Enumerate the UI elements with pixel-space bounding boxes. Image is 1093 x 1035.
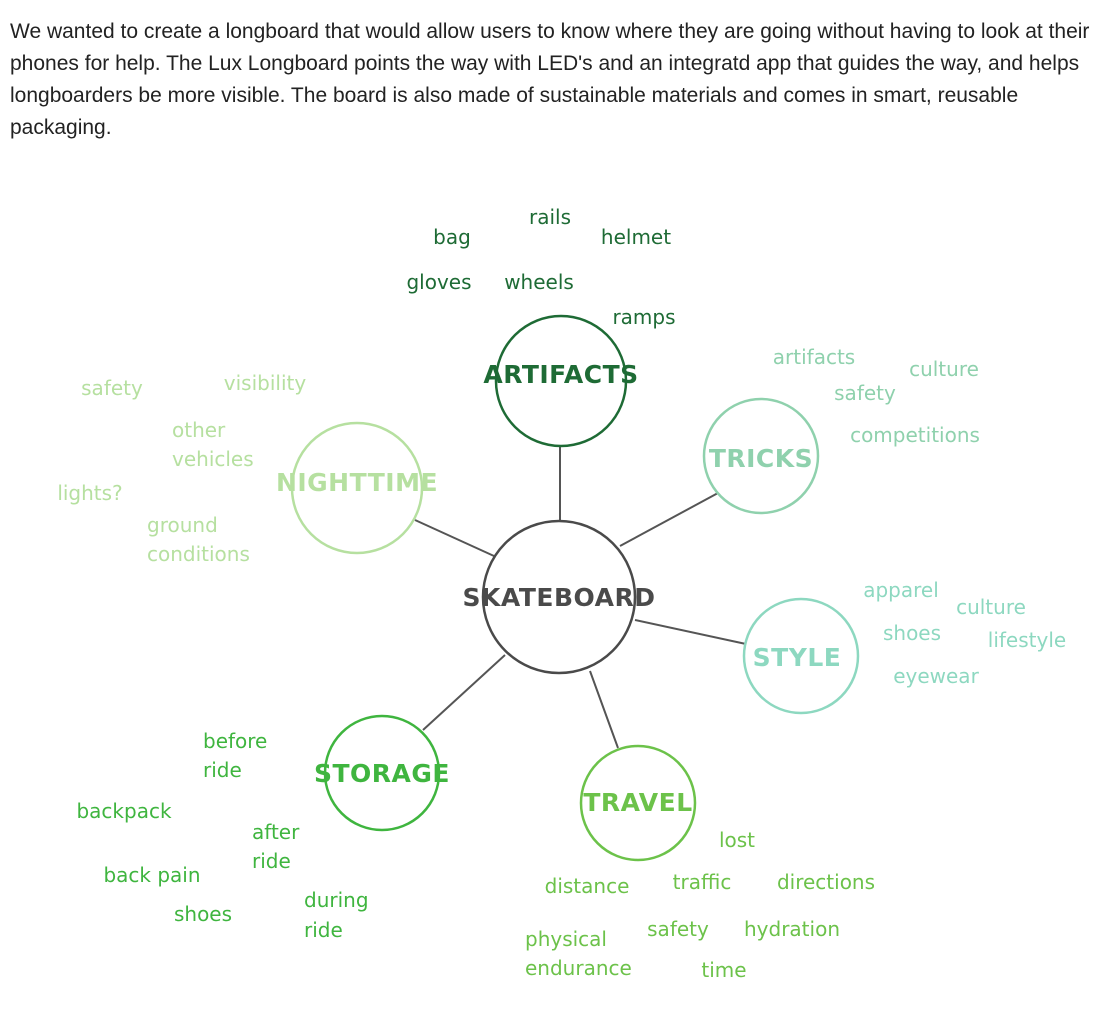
nighttime-word: safety (81, 376, 143, 400)
tricks-word: competitions (850, 423, 980, 447)
artifacts-word: ramps (612, 305, 675, 329)
hub-tricks-circle (702, 397, 820, 515)
tricks-word: safety (834, 381, 896, 405)
nighttime-word: ground (147, 513, 218, 537)
hub-artifacts: ARTIFACTS rails bag helmet gloves wheels… (406, 205, 676, 448)
hub-storage: STORAGE before ride backpack after ride … (76, 714, 450, 942)
tricks-word: culture (909, 357, 979, 381)
style-word: lifestyle (988, 628, 1066, 652)
style-word: eyewear (893, 664, 979, 688)
travel-word: endurance (525, 956, 632, 980)
intro-paragraph: We wanted to create a longboard that wou… (10, 20, 1090, 139)
hub-style: STYLE apparel culture shoes lifestyle ey… (742, 578, 1066, 715)
hub-artifacts-circle (494, 314, 628, 448)
travel-word: traffic (673, 870, 732, 894)
travel-word: time (701, 958, 746, 982)
hub-nighttime: NIGHTTIME safety visibility other vehicl… (57, 371, 438, 566)
hub-tricks: TRICKS artifacts culture safety competit… (702, 345, 980, 515)
connector-storage (422, 654, 506, 731)
hub-tricks-label: TRICKS (709, 444, 813, 473)
nighttime-word: vehicles (172, 447, 254, 471)
storage-word: ride (203, 758, 242, 782)
hub-style-label: STYLE (753, 643, 842, 672)
style-word: culture (956, 595, 1026, 619)
travel-word: lost (719, 828, 755, 852)
storage-word: after (252, 820, 300, 844)
travel-word: physical (525, 927, 607, 951)
connector-tricks (619, 492, 719, 547)
hub-travel: TRAVEL lost distance traffic directions … (525, 744, 875, 982)
hub-skateboard-circle (481, 519, 637, 675)
travel-word: safety (647, 917, 709, 941)
connector-style (634, 619, 747, 645)
connector-travel (589, 670, 619, 749)
travel-word: distance (545, 874, 630, 898)
hub-travel-circle (579, 744, 697, 862)
storage-word: before (203, 729, 267, 753)
nighttime-word: other (172, 418, 226, 442)
artifacts-word: wheels (504, 270, 574, 294)
connector-nighttime (414, 519, 495, 557)
artifacts-word: gloves (406, 270, 471, 294)
artifacts-word: helmet (601, 225, 671, 249)
hub-artifacts-label: ARTIFACTS (483, 360, 638, 389)
travel-word: directions (777, 870, 875, 894)
hub-style-circle (742, 597, 860, 715)
connector-lines (414, 445, 747, 749)
storage-word: backpack (76, 799, 171, 823)
style-word: apparel (863, 578, 939, 602)
hub-nighttime-label: NIGHTTIME (276, 468, 438, 497)
storage-word: ride (252, 849, 291, 873)
nighttime-word: visibility (224, 371, 307, 395)
storage-word: shoes (174, 902, 232, 926)
style-word: shoes (883, 621, 941, 645)
hub-storage-label: STORAGE (314, 759, 450, 788)
hub-storage-circle (323, 714, 441, 832)
travel-word: hydration (744, 917, 840, 941)
nighttime-word: lights? (57, 481, 122, 505)
hub-skateboard-label: SKATEBOARD (463, 583, 656, 612)
storage-word: during (304, 888, 369, 912)
nighttime-word: conditions (147, 542, 250, 566)
hub-nighttime-circle (290, 421, 424, 555)
tricks-word: artifacts (773, 345, 855, 369)
artifacts-word: bag (433, 225, 471, 249)
hub-travel-label: TRAVEL (583, 788, 692, 817)
storage-word: back pain (103, 863, 200, 887)
artifacts-word: rails (529, 205, 571, 229)
hub-skateboard: SKATEBOARD (463, 519, 656, 675)
storage-word: ride (304, 918, 343, 942)
